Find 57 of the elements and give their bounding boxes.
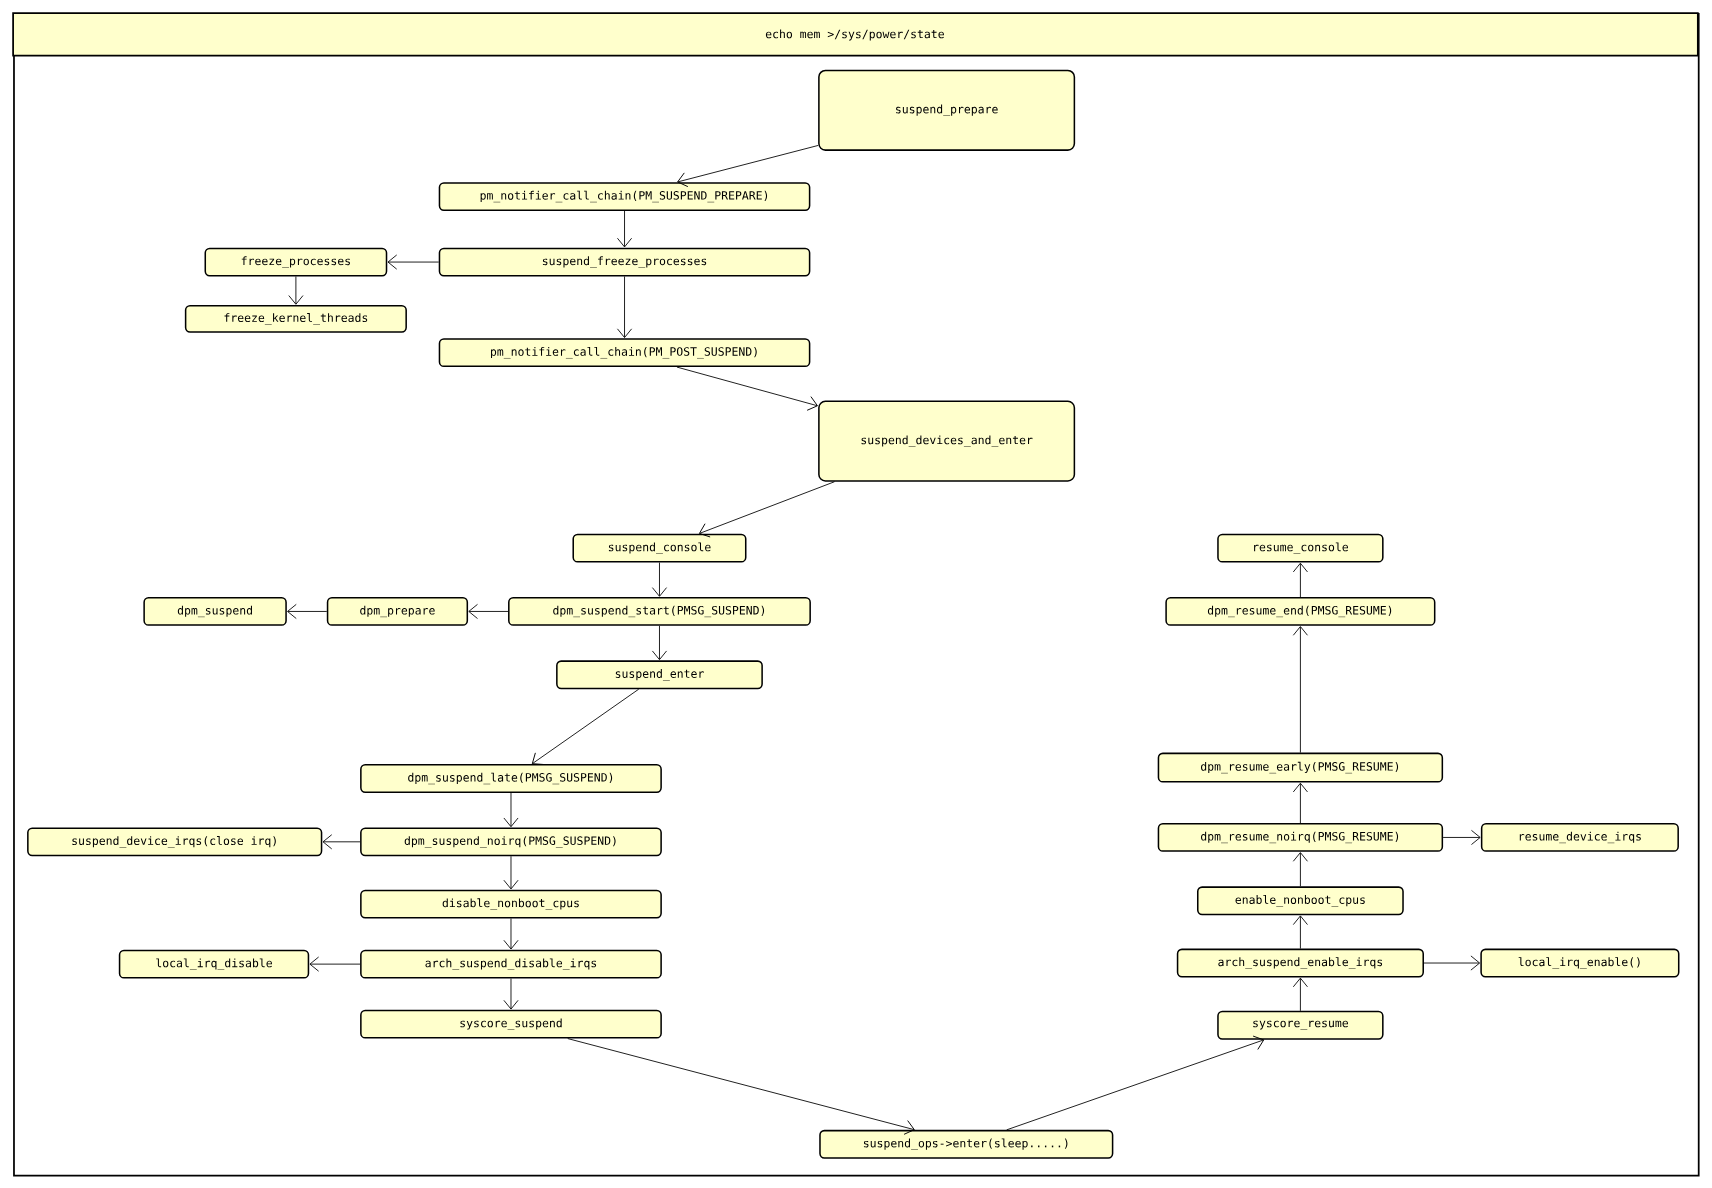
arrow <box>468 603 509 619</box>
process-box: dpm_suspend_start(PMSG_SUSPEND) <box>508 597 811 626</box>
process-box: freeze_processes <box>204 247 388 277</box>
arrow <box>699 481 835 538</box>
process-box: suspend_prepare <box>818 69 1076 151</box>
arrow <box>1292 626 1308 754</box>
process-box: syscore_resume <box>1217 1010 1384 1040</box>
arrow <box>288 276 304 305</box>
process-box: suspend_console <box>572 533 747 563</box>
process-box: disable_nonboot_cpus <box>360 889 662 919</box>
process-box: suspend_device_irqs(close irq) <box>27 827 323 857</box>
arrow <box>531 688 640 765</box>
process-box: suspend_enter <box>556 660 763 690</box>
arrow <box>1442 829 1481 845</box>
arrow <box>617 210 633 248</box>
process-box: dpm_suspend_noirq(PMSG_SUSPEND) <box>360 827 662 857</box>
process-box: arch_suspend_enable_irqs <box>1176 948 1424 978</box>
arrow <box>322 834 361 850</box>
arrow <box>503 792 519 828</box>
process-box: resume_device_irqs <box>1480 823 1679 852</box>
process-box: dpm_resume_end(PMSG_RESUME) <box>1165 597 1436 626</box>
process-box: suspend_freeze_processes <box>438 247 811 277</box>
process-box: local_irq_enable() <box>1480 948 1680 978</box>
arrow <box>617 276 633 339</box>
arrow <box>503 978 519 1010</box>
process-box: suspend_ops->enter(sleep.....) <box>819 1129 1114 1159</box>
process-box: pm_notifier_call_chain(PM_SUSPEND_PREPARE) <box>438 182 811 211</box>
arrow <box>567 1038 915 1135</box>
process-box: resume_console <box>1217 533 1384 563</box>
process-box: dpm_resume_noirq(PMSG_RESUME) <box>1157 823 1444 852</box>
arrow <box>1423 955 1481 971</box>
process-box: dpm_suspend_late(PMSG_SUSPEND) <box>360 764 662 793</box>
arrow <box>1292 977 1308 1012</box>
process-box: pm_notifier_call_chain(PM_POST_SUSPEND) <box>438 338 811 368</box>
process-box: arch_suspend_disable_irqs <box>360 949 662 979</box>
arrow <box>1292 562 1308 598</box>
process-box: enable_nonboot_cpus <box>1197 886 1404 916</box>
arrow <box>309 956 361 972</box>
process-box: freeze_kernel_threads <box>184 305 407 333</box>
arrow <box>651 625 667 661</box>
process-box: suspend_devices_and_enter <box>818 400 1076 482</box>
process-box: syscore_suspend <box>360 1009 662 1039</box>
process-box: dpm_suspend <box>143 597 287 626</box>
arrow <box>677 145 819 188</box>
process-box: dpm_prepare <box>326 597 469 626</box>
arrow <box>1292 852 1308 887</box>
process-box: dpm_resume_early(PMSG_RESUME) <box>1157 752 1444 783</box>
arrow <box>503 855 519 890</box>
arrow <box>1292 782 1308 824</box>
arrow <box>503 918 519 950</box>
arrow <box>287 603 328 619</box>
arrow <box>676 366 818 411</box>
arrow <box>387 254 440 270</box>
arrow <box>1292 915 1308 950</box>
arrow <box>651 562 667 597</box>
arrow <box>1006 1035 1265 1131</box>
process-box: local_irq_disable <box>118 949 310 979</box>
